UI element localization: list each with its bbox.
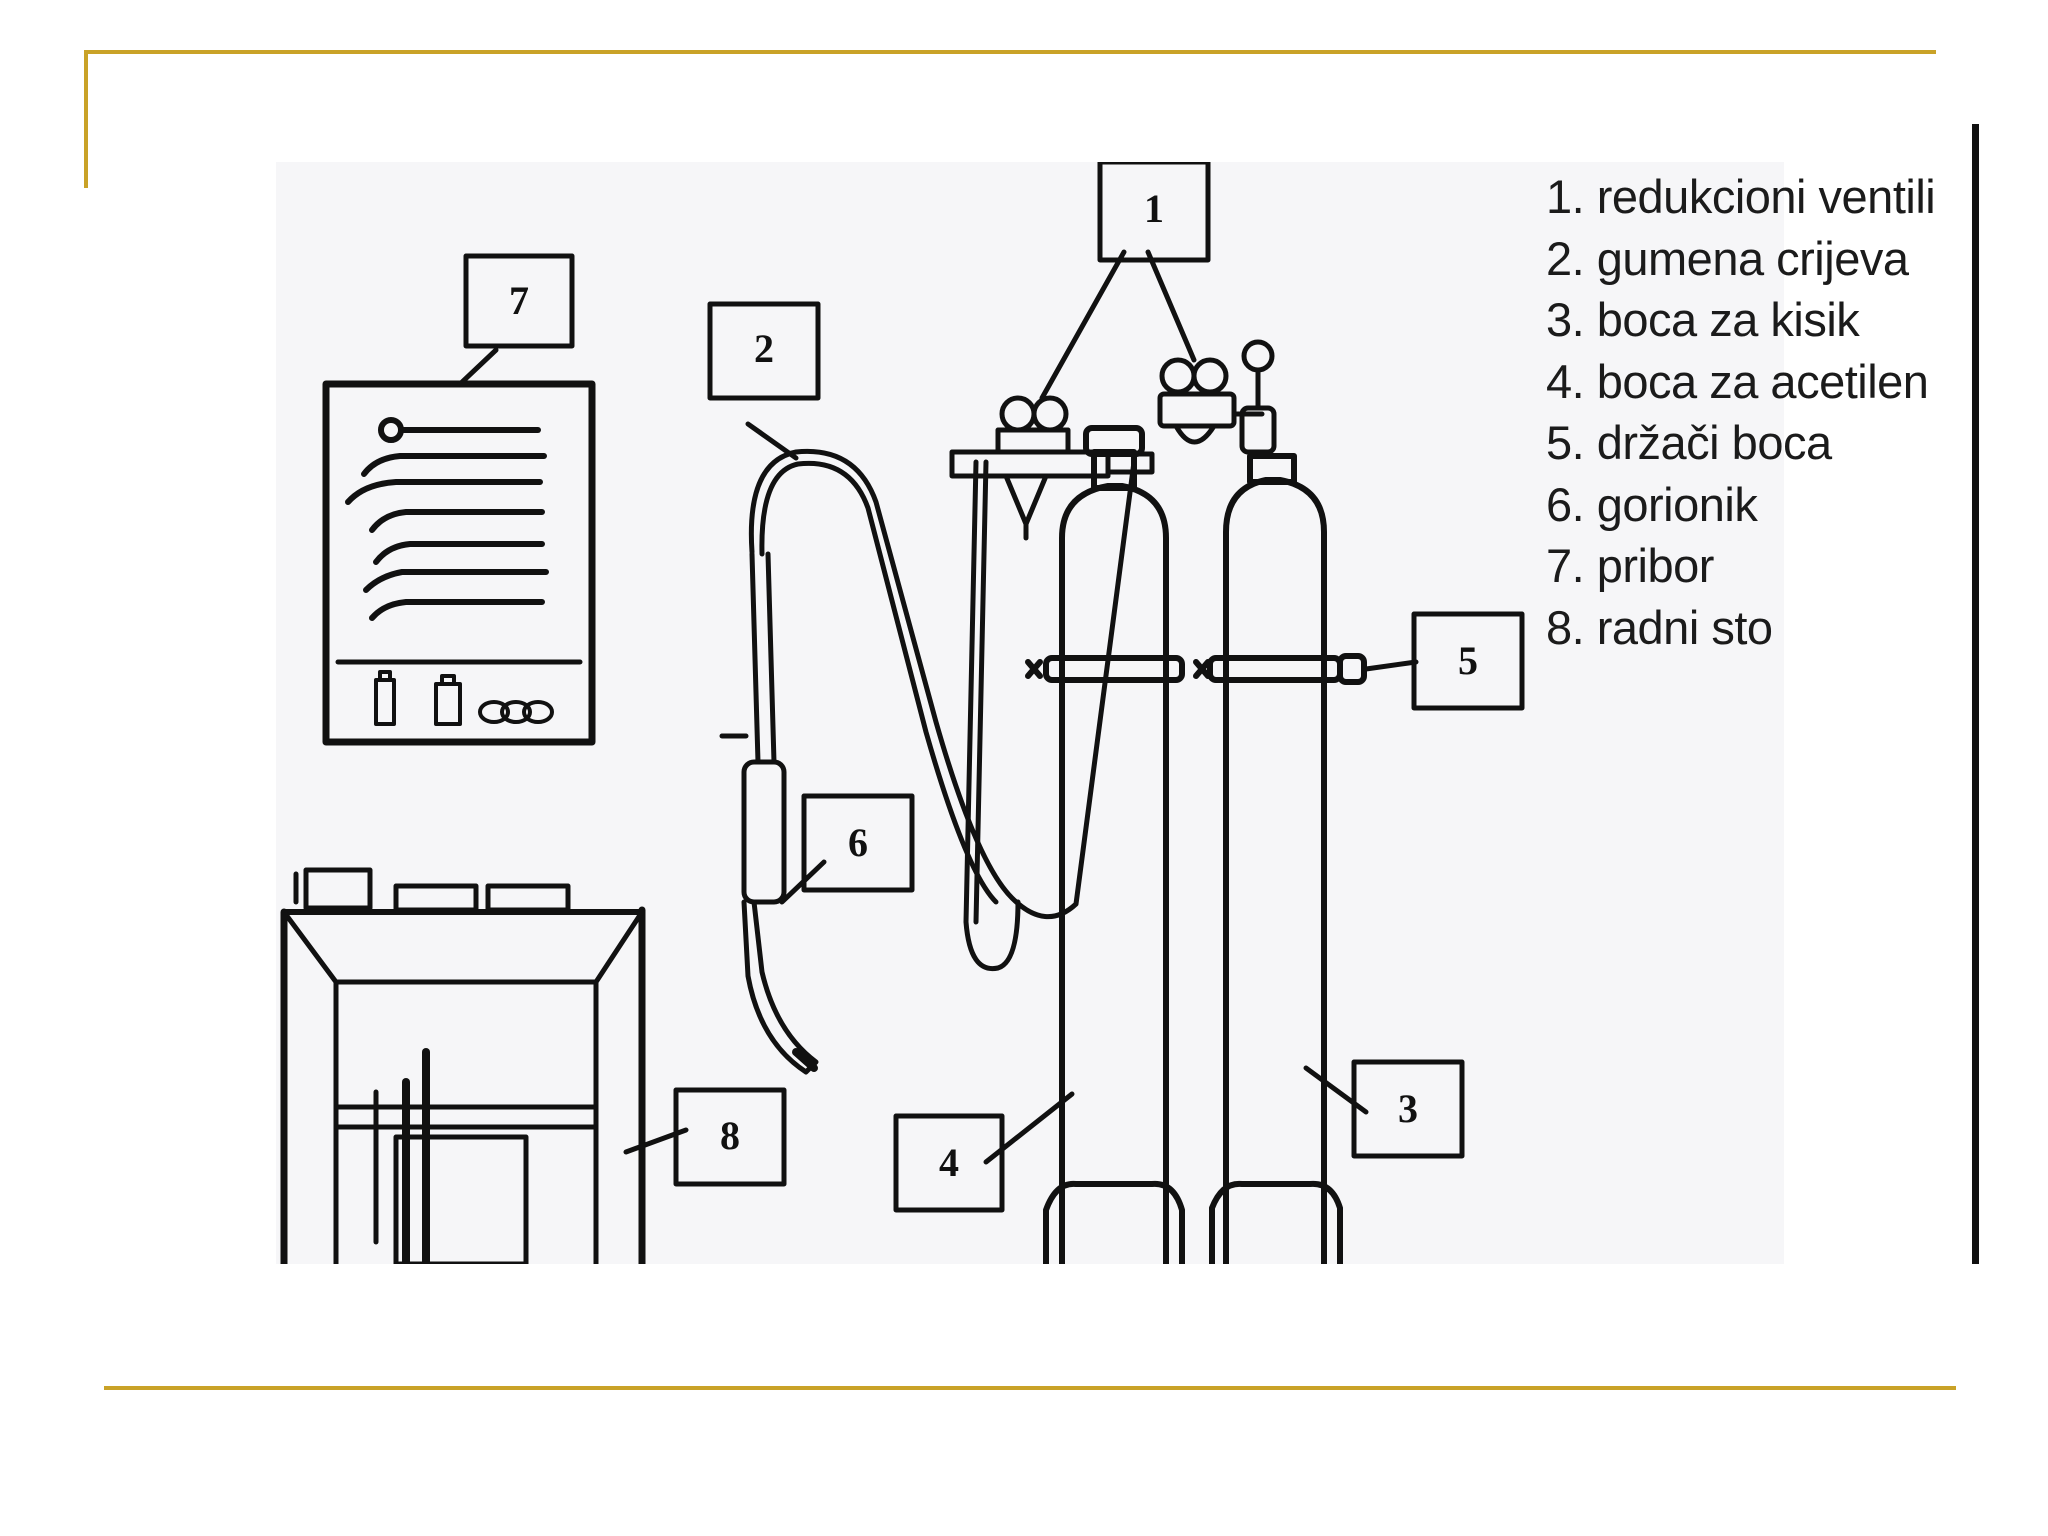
figure-edge-bar — [1972, 124, 1979, 1264]
left-rule — [84, 50, 88, 188]
legend-item-3: 3. boca za kisik — [1546, 293, 1860, 346]
cylinder-holders — [1025, 653, 1367, 685]
callout-4-number: 4 — [939, 1140, 959, 1185]
callout-5-box — [1411, 611, 1525, 711]
oxygen-cylinder — [1209, 453, 1343, 1264]
callout-3-box — [1351, 1059, 1465, 1159]
callout-1-box — [1097, 162, 1211, 263]
rubber-hoses — [748, 448, 1137, 972]
callout-1-leader-right — [1145, 249, 1197, 363]
board-bottles — [374, 670, 554, 726]
callout-7-box — [463, 253, 575, 349]
callout-5-number: 5 — [1458, 638, 1478, 683]
legend-item-5: 5. držači boca — [1546, 416, 1832, 469]
callout-5-leader — [1363, 659, 1419, 672]
callout-6-box — [801, 793, 915, 893]
legend-item-1: 1. redukcioni ventili — [1546, 170, 1936, 223]
legend-item-6: 6. gorionik — [1546, 477, 1758, 531]
torch — [719, 551, 819, 1075]
torch-tips — [345, 417, 549, 621]
callout-6-number: 6 — [848, 820, 868, 865]
callout-7-leader — [457, 347, 499, 387]
callout-2-box — [707, 301, 821, 401]
pressure-regulators — [949, 339, 1277, 541]
top-rule — [84, 50, 1936, 54]
callout-1-number: 1 — [1144, 186, 1164, 231]
callout-2-number: 2 — [754, 326, 774, 371]
callout-1-leader-left — [1039, 249, 1127, 401]
legend: 1. redukcioni ventili 2. gumena crijeva … — [1546, 166, 1976, 658]
acetylene-cylinder — [1043, 425, 1185, 1264]
callout-4-box — [893, 1113, 1005, 1213]
tool-board — [322, 380, 596, 746]
legend-item-7: 7. pribor — [1546, 539, 1714, 592]
callout-3-leader — [1303, 1065, 1369, 1115]
callout-8-box — [673, 1087, 787, 1187]
bottom-rule — [104, 1386, 1956, 1390]
callout-8-number: 8 — [720, 1113, 740, 1158]
callout-3-number: 3 — [1398, 1086, 1418, 1131]
callout-2-leader — [745, 421, 799, 461]
callout-7-number: 7 — [509, 278, 529, 323]
legend-item-2: 2. gumena crijeva — [1546, 231, 1909, 285]
legend-item-8: 8. radni sto — [1546, 600, 1773, 654]
workbench — [280, 867, 646, 1264]
legend-item-4: 4. boca za acetilen — [1546, 354, 1929, 408]
welding-setup-diagram: 7 8 — [276, 162, 1784, 1264]
